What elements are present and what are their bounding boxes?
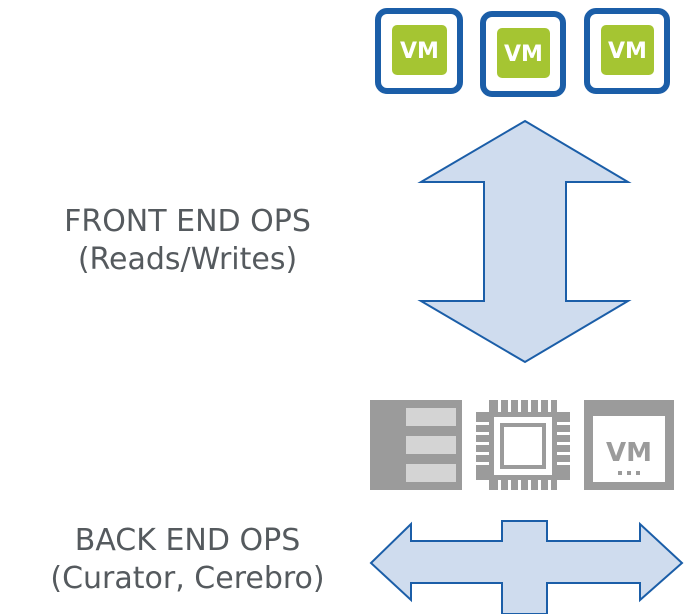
back-end-ops-subtitle: (Curator, Cerebro) <box>50 561 325 596</box>
server-vm-icon: VM <box>584 400 674 490</box>
vm-box-3: VM <box>584 8 670 94</box>
storage-disks-icon <box>370 400 462 490</box>
vm-box-1: VM <box>375 8 463 94</box>
front-end-ops-subtitle: (Reads/Writes) <box>77 242 298 277</box>
back-end-ops-label: BACK END OPS (Curator, Cerebro) <box>0 522 375 598</box>
server-vm-label: VM <box>606 438 652 468</box>
front-end-double-arrow <box>417 119 632 364</box>
front-end-ops-label: FRONT END OPS (Reads/Writes) <box>0 203 375 279</box>
vm-label-2: VM <box>504 42 543 67</box>
back-end-ops-title: BACK END OPS <box>74 523 301 558</box>
front-end-ops-title: FRONT END OPS <box>64 204 311 239</box>
vm-label-3: VM <box>608 39 647 64</box>
vm-box-2: VM <box>480 11 566 97</box>
cpu-chip-icon <box>476 400 570 490</box>
back-end-cross-arrow <box>369 520 684 614</box>
vm-label-1: VM <box>400 39 439 64</box>
